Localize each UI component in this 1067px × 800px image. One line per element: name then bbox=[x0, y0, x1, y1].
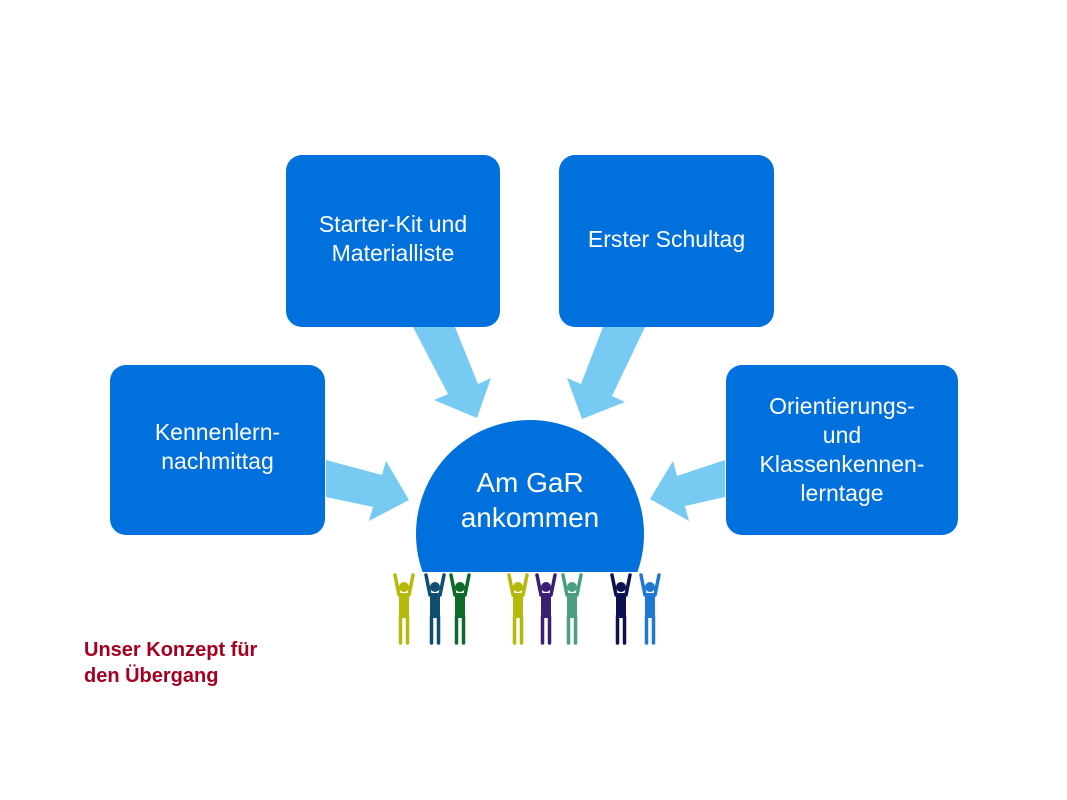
caption: Unser Konzept für den Übergang bbox=[84, 639, 258, 687]
arrow-kennen-to-center bbox=[326, 460, 409, 521]
person-figure bbox=[535, 573, 557, 645]
box-kennenlernnachmittag: Kennenlern- nachmittag bbox=[110, 365, 325, 535]
box-erster-schultag: Erster Schultag bbox=[559, 155, 774, 327]
box-starter-kit: Starter-Kit und Materialliste bbox=[286, 155, 500, 327]
person-figure bbox=[561, 573, 583, 645]
box-orientierungstage: Orientierungs- und Klassenkennen- lernta… bbox=[726, 365, 958, 535]
person-figure bbox=[639, 573, 661, 645]
person-figure bbox=[610, 573, 632, 645]
arrow-starter-to-center bbox=[413, 327, 491, 418]
arrow-erster-to-center bbox=[567, 327, 645, 419]
person-figure bbox=[507, 573, 529, 645]
box-kennenlernnachmittag-label: Kennenlern- nachmittag bbox=[154, 419, 281, 474]
box-orientierungstage-label: Orientierungs- und Klassenkennen- lernta… bbox=[759, 393, 925, 506]
box-starter-kit-label: Starter-Kit und Materialliste bbox=[318, 211, 468, 266]
center-dome bbox=[416, 420, 644, 572]
person-figure bbox=[393, 573, 415, 645]
box-erster-schultag-label: Erster Schultag bbox=[587, 226, 746, 252]
arrow-orient-to-center bbox=[650, 460, 725, 521]
people-raising-hands-icon bbox=[393, 573, 661, 645]
person-figure bbox=[449, 573, 471, 645]
person-figure bbox=[424, 573, 446, 645]
center-label: Am GaR ankommen bbox=[460, 467, 600, 533]
